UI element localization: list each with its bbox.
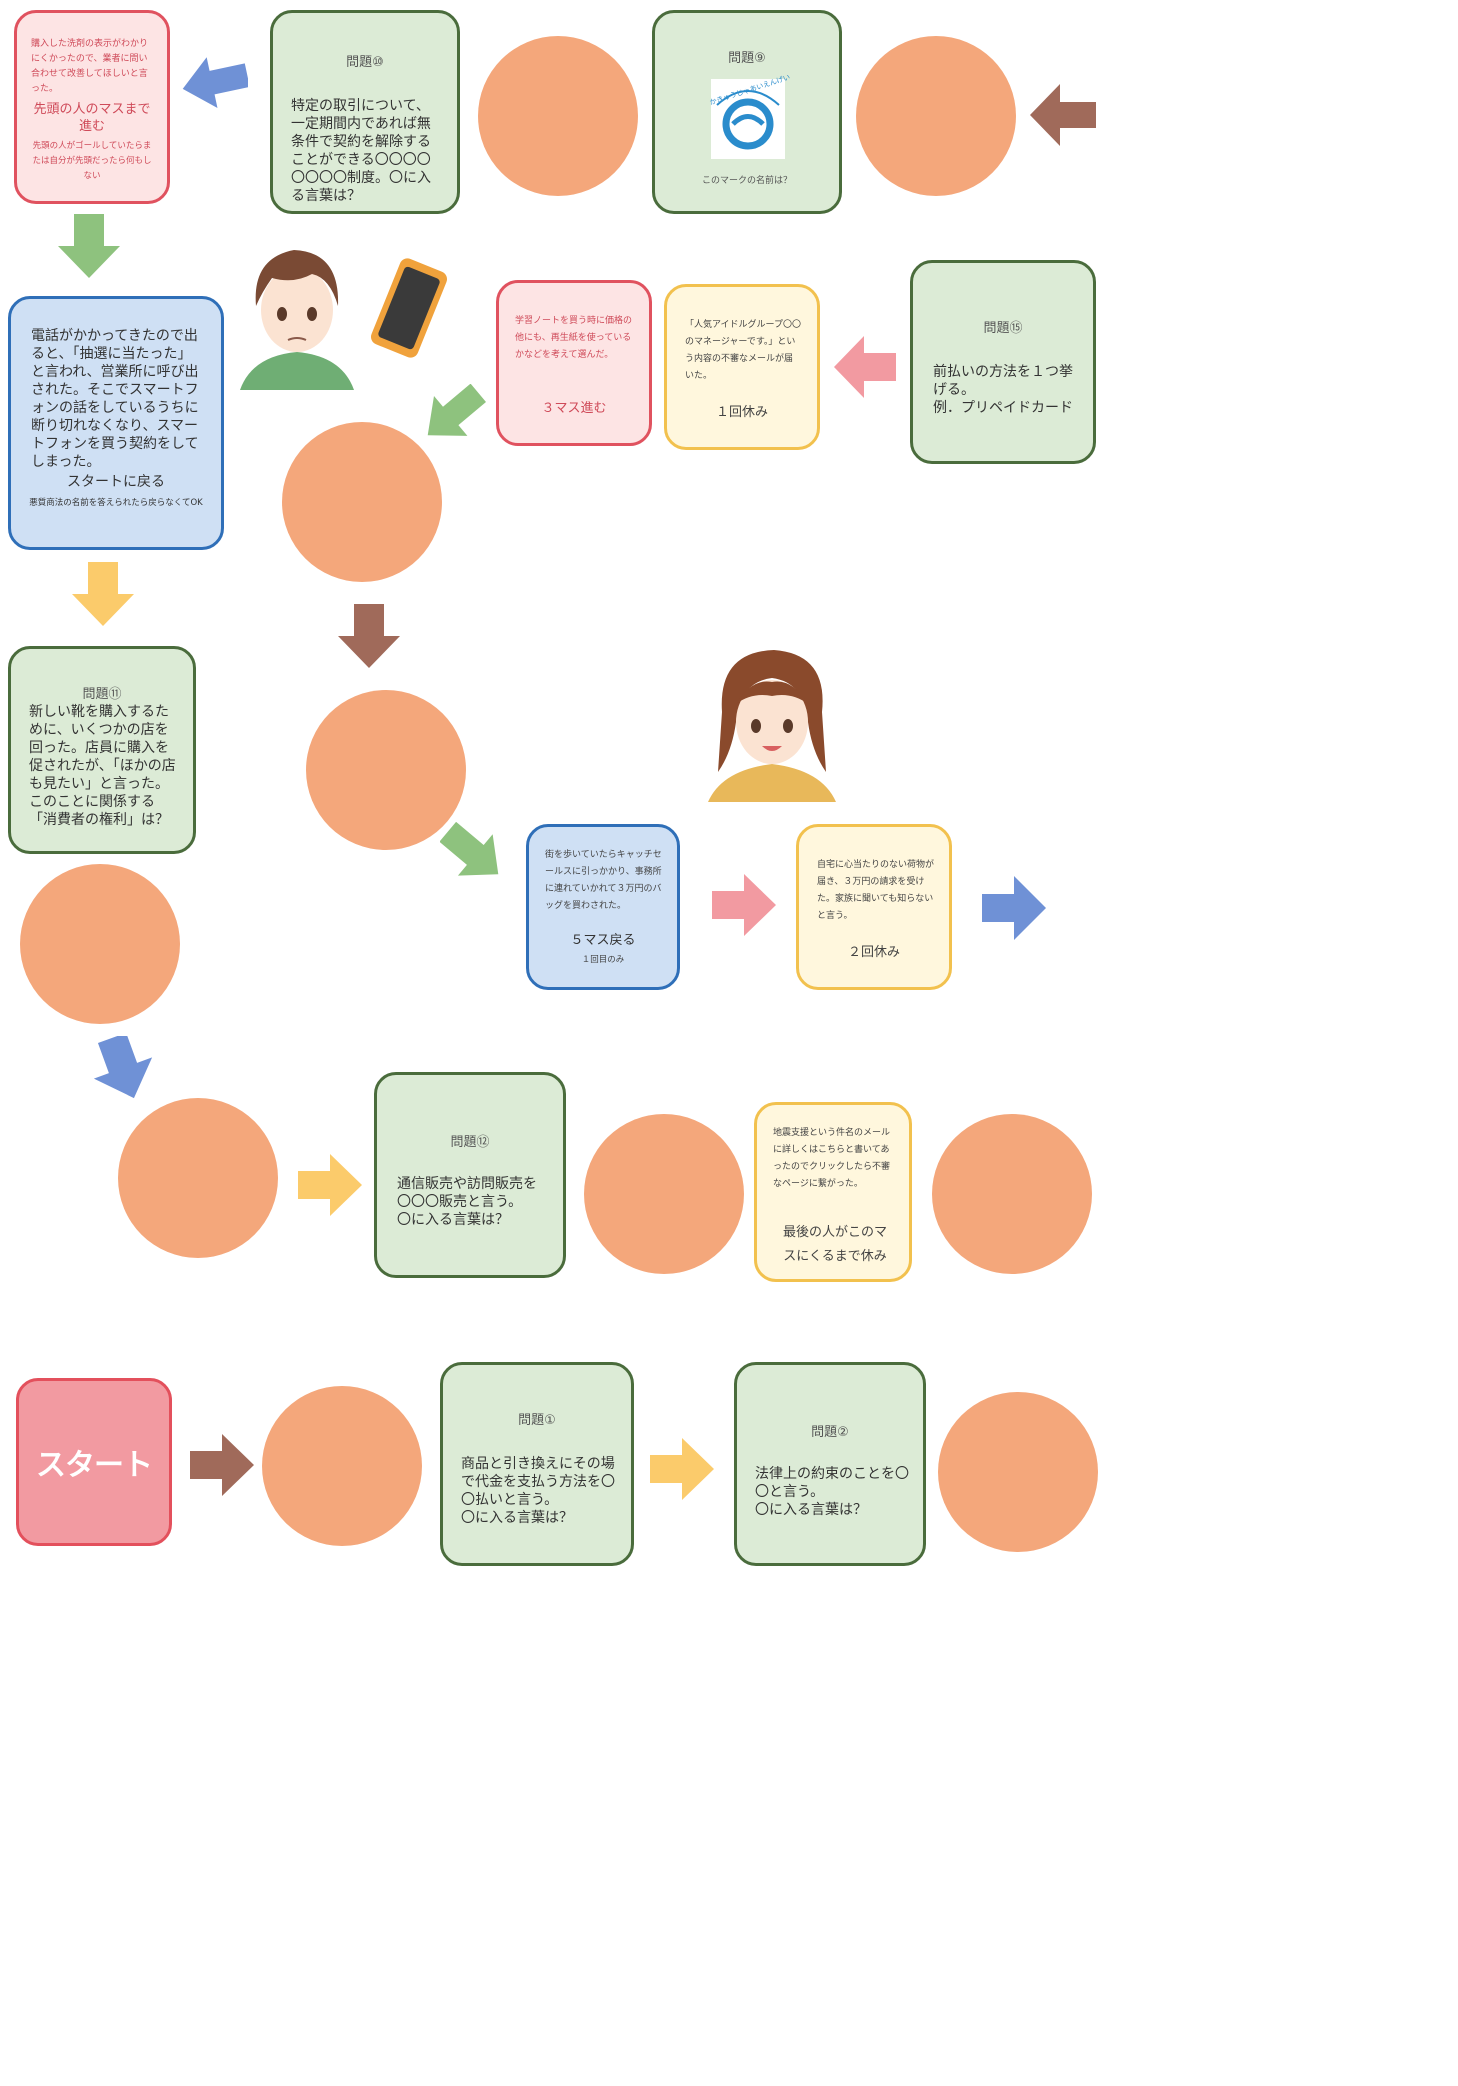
q10-body: 特定の取引について、一定期間内であれば無条件で契約を解除することができる〇〇〇〇… <box>291 98 431 204</box>
arrow-down-icon <box>58 214 120 278</box>
q2-body: 法律上の約束のことを〇〇と言う。 〇に入る言葉は？ <box>755 1466 909 1518</box>
space-circle <box>282 422 442 582</box>
arrow-down-right-icon <box>440 822 499 876</box>
consumer-mark-icon <box>711 79 785 159</box>
q2-title: 問題② <box>811 1425 849 1440</box>
square-question-9: 問題⑨ かきゅうじゃあいえんげい このマークの名前は？ <box>652 10 842 214</box>
arrow-right-icon <box>982 876 1046 940</box>
idol-body: 「人気アイドルグループ〇〇のマネージャーです。」という内容の不審なメールが届いた… <box>685 320 802 381</box>
idol-action: １回休み <box>715 405 768 420</box>
detergent-note: 先頭の人がゴールしていたらまたは自分が先頭だったら何もしない <box>32 141 152 181</box>
q12-body: 通信販売や訪問販売を〇〇〇販売と言う。 〇に入る言葉は？ <box>397 1176 537 1228</box>
arrow-right-icon <box>712 874 776 936</box>
notebook-body: 学習ノートを買う時に価格の他にも、再生紙を使っているかなどを考えて選んだ。 <box>515 316 633 360</box>
start-label: スタート <box>36 1448 153 1483</box>
phone-body: 電話がかかってきたので出ると、「抽選に当たった」と言われ、営業所に呼び出された。… <box>31 328 199 470</box>
phone-action: スタートに戻る <box>67 474 165 490</box>
space-circle <box>306 690 466 850</box>
q12-title: 問題⑫ <box>450 1135 490 1150</box>
q11-body: 新しい靴を購入するために、いくつかの店を回った。店員に購入を促されたが、「ほかの… <box>29 704 176 828</box>
square-catch-sales-back: 街を歩いていたらキャッチセールスに引っかかり、事務所に連れていかれて３万円のバッ… <box>526 824 680 990</box>
parcel-body: 自宅に心当たりのない荷物が届き、３万円の請求を受けた。家族に聞いても知らないと言… <box>817 860 935 921</box>
square-question-15: 問題⑮ 前払いの方法を１つ挙げる。 例．プリペイドカード <box>910 260 1096 464</box>
space-circle <box>20 864 180 1024</box>
square-quake-mail-rest: 地震支援という件名のメールに詳しくはこちらと書いてあったのでクリックしたら不審な… <box>754 1102 912 1282</box>
phone-note: 悪質商法の名前を答えられたら戻らなくてOK <box>29 498 203 508</box>
space-circle <box>856 36 1016 196</box>
arrow-left-icon <box>1030 84 1096 146</box>
space-circle <box>932 1114 1092 1274</box>
square-detergent-advance: 購入した洗剤の表示がわかりにくかったので、業者に問い合わせて改善してほしいと言っ… <box>14 10 170 204</box>
parcel-action: ２回休み <box>847 945 900 960</box>
square-question-1: 問題① 商品と引き換えにその場で代金を支払う方法を〇〇払いと言う。 〇に入る言葉… <box>440 1362 634 1566</box>
arrow-down-icon <box>72 562 134 626</box>
q11-title: 問題⑪ <box>82 687 122 702</box>
arrow-down-icon <box>338 604 400 668</box>
arrow-right-icon <box>298 1154 362 1216</box>
arrow-left-icon <box>182 57 248 109</box>
square-parcel-rest: 自宅に心当たりのない荷物が届き、３万円の請求を受けた。家族に聞いても知らないと言… <box>796 824 952 990</box>
square-phone-back-to-start: 電話がかかってきたので出ると、「抽選に当たった」と言われ、営業所に呼び出された。… <box>8 296 224 550</box>
q15-body: 前払いの方法を１つ挙げる。 例．プリペイドカード <box>933 364 1073 416</box>
detergent-body: 購入した洗剤の表示がわかりにくかったので、業者に問い合わせて改善してほしいと言っ… <box>31 39 149 94</box>
space-circle <box>478 36 638 196</box>
square-question-12: 問題⑫ 通信販売や訪問販売を〇〇〇販売と言う。 〇に入る言葉は？ <box>374 1072 566 1278</box>
detergent-action: 先頭の人のマスまで進む <box>33 102 151 134</box>
q1-title: 問題① <box>518 1413 556 1428</box>
square-question-11: 問題⑪ 新しい靴を購入するために、いくつかの店を回った。店員に購入を促されたが、… <box>8 646 196 854</box>
space-circle <box>262 1386 422 1546</box>
q15-title: 問題⑮ <box>983 321 1023 336</box>
square-notebook-advance: 学習ノートを買う時に価格の他にも、再生紙を使っているかなどを考えて選んだ。 ３マ… <box>496 280 652 446</box>
arrow-down-left-icon <box>427 384 486 436</box>
q9-caption: このマークの名前は？ <box>701 176 792 186</box>
quake-action: 最後の人がこのマスにくるまで休み <box>782 1225 887 1264</box>
arrow-left-icon <box>834 336 896 398</box>
start-square: スタート <box>16 1378 172 1546</box>
catch-body: 街を歩いていたらキャッチセールスに引っかかり、事務所に連れていかれて３万円のバッ… <box>545 850 662 911</box>
q9-title: 問題⑨ <box>728 51 766 66</box>
notebook-action: ３マス進む <box>541 401 607 416</box>
q1-body: 商品と引き換えにその場で代金を支払う方法を〇〇払いと言う。 〇に入る言葉は？ <box>461 1456 615 1526</box>
quake-body: 地震支援という件名のメールに詳しくはこちらと書いてあったのでクリックしたら不審な… <box>773 1128 891 1189</box>
catch-action: ５マス戻る <box>570 933 636 948</box>
arrow-down-right-icon <box>93 1036 153 1099</box>
space-circle <box>584 1114 744 1274</box>
square-question-10: 問題⑩ 特定の取引について、一定期間内であれば無条件で契約を解除することができる… <box>270 10 460 214</box>
space-circle <box>938 1392 1098 1552</box>
q10-title: 問題⑩ <box>346 55 384 70</box>
arrow-right-icon <box>190 1434 254 1496</box>
arrow-right-icon <box>650 1438 714 1500</box>
space-circle <box>118 1098 278 1258</box>
catch-note: １回目のみ <box>581 955 625 965</box>
square-idol-rest: 「人気アイドルグループ〇〇のマネージャーです。」という内容の不審なメールが届いた… <box>664 284 820 450</box>
square-question-2: 問題② 法律上の約束のことを〇〇と言う。 〇に入る言葉は？ <box>734 1362 926 1566</box>
